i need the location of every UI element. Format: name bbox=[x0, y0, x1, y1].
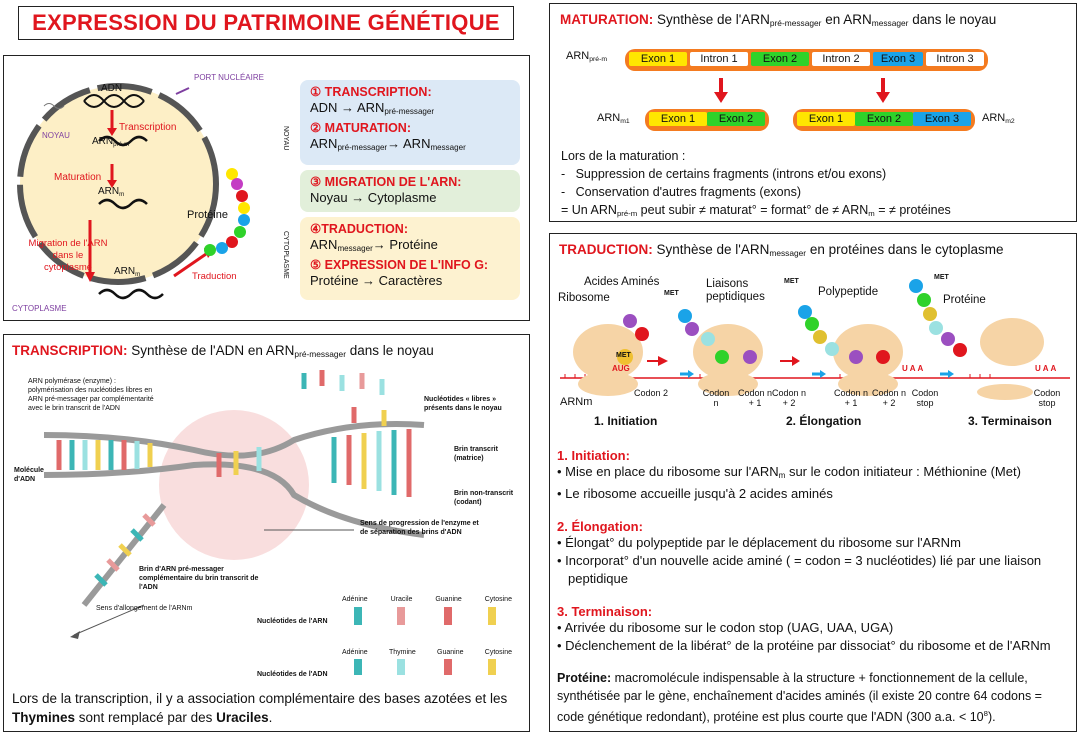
met-2: MET bbox=[784, 278, 799, 285]
intron-1: Intron 1 bbox=[690, 52, 748, 66]
exon-3: Exon 3 bbox=[873, 52, 923, 66]
maturation-text: Lors de la maturation : - Suppression de… bbox=[561, 149, 951, 218]
sens-progression-note: Sens de progression de l'enzyme et de sé… bbox=[360, 520, 479, 536]
step3-label: 3. Terminaison bbox=[968, 414, 1052, 428]
traduction-text: 1. Initiation: • Mise en place du riboso… bbox=[557, 448, 1051, 725]
molecule-adn-note: Molécule d'ADN bbox=[14, 467, 44, 483]
overview-panel: PORT NUCLÉAIRE NOYAU CYTOPLASME ADN Tran… bbox=[3, 55, 530, 321]
proteine-label-tr: Protéine bbox=[943, 294, 986, 306]
exon-2: Exon 2 bbox=[751, 52, 809, 66]
maturation-panel: MATURATION: Synthèse de l'ARNpré-message… bbox=[549, 3, 1077, 222]
arn-pre-strand: Exon 1 Intron 1 Exon 2 Intron 2 Exon 3 I… bbox=[625, 49, 988, 71]
transcription-diagram bbox=[43, 370, 425, 639]
ribosome-label: Ribosome bbox=[558, 292, 610, 304]
arn-prem-label: ARNpré-m bbox=[92, 136, 130, 148]
maturation-title: MATURATION: Synthèse de l'ARNpré-message… bbox=[560, 12, 997, 28]
transcription-panel: TRANSCRIPTION: Synthèse de l'ADN en ARNp… bbox=[3, 334, 530, 732]
nuc-adn-label: Nucléotides de l'ADN bbox=[257, 671, 328, 678]
met-4: MET bbox=[616, 352, 631, 359]
transcription-footer: Lors de la transcription, il y a associa… bbox=[12, 691, 508, 725]
title-box: EXPRESSION DU PATRIMOINE GÉNÉTIQUE bbox=[18, 6, 514, 40]
traduction-title: TRADUCTION: Synthèse de l'ARNmessager en… bbox=[559, 242, 1004, 258]
exon-1: Exon 1 bbox=[629, 52, 687, 66]
liaisons-label: Liaisons peptidiques bbox=[706, 278, 765, 303]
arnm2-label: ARNm bbox=[114, 266, 141, 278]
met-3: MET bbox=[934, 274, 949, 281]
traduction-diagram bbox=[560, 279, 1070, 400]
nuc-arn-label: Nucléotides de l'ARN bbox=[257, 618, 328, 625]
brin-transcrit-note: Brin transcrit (matrice) bbox=[454, 446, 498, 462]
m1-label: ARNm1 bbox=[597, 112, 630, 125]
codon-n1-2: Codon n + 1 bbox=[833, 388, 869, 408]
step2-label: 2. Élongation bbox=[786, 414, 862, 428]
polypeptide-label: Polypeptide bbox=[818, 286, 879, 298]
box-transcription-maturation: ① TRANSCRIPTION: ADN → ARNpré-messager ②… bbox=[300, 80, 520, 165]
side-cyto: CYTOPLASME bbox=[282, 231, 289, 279]
proteine-label: Protéine bbox=[187, 209, 228, 221]
traduction-panel: TRADUCTION: Synthèse de l'ARNmessager en… bbox=[549, 233, 1077, 732]
libres-note: Nucléotides « libres » présents dans le … bbox=[424, 396, 502, 412]
maturation-label: Maturation bbox=[54, 172, 102, 183]
traduction-label: Traduction bbox=[192, 271, 237, 282]
aa-label: Acides Aminés bbox=[584, 276, 660, 288]
intron-3: Intron 3 bbox=[926, 52, 984, 66]
codon-n-1: Codon n bbox=[702, 388, 730, 408]
box-migration: ③ MIGRATION DE L'ARN: Noyau → Cytoplasme bbox=[300, 170, 520, 212]
allongement-note: Sens d'allongement de l'ARNm bbox=[96, 605, 193, 612]
transcription-title: TRANSCRIPTION: Synthèse de l'ADN en ARNp… bbox=[12, 343, 434, 359]
m2-label: ARNm2 bbox=[982, 112, 1015, 125]
arnm-tr-label: ARNm bbox=[560, 396, 593, 408]
cell-diagram bbox=[17, 83, 250, 300]
brin-arn-note: Brin d'ARN pré-messager complémentaire d… bbox=[139, 566, 259, 591]
arn-m1-strand: Exon 1 Exon 2 bbox=[645, 109, 769, 131]
aug-label: AUG bbox=[612, 364, 630, 373]
arn-m2-strand: Exon 1 Exon 2 Exon 3 bbox=[793, 109, 975, 131]
box-traduction: ④TRADUCTION: ARNmessager→ Protéine ⑤ EXP… bbox=[300, 217, 520, 300]
arn-pre-label: ARNpré-m bbox=[566, 50, 608, 63]
maturation-arrows bbox=[714, 78, 890, 103]
page-title: EXPRESSION DU PATRIMOINE GÉNÉTIQUE bbox=[32, 10, 500, 35]
codon-n2-1: Codon n + 2 bbox=[771, 388, 807, 408]
transcription-label: Transcription bbox=[119, 122, 177, 133]
cytoplasme-label: CYTOPLASME bbox=[12, 304, 67, 313]
codon-n2-2: Codon n + 2 bbox=[871, 388, 907, 408]
base-swatches bbox=[354, 607, 496, 675]
uaa-label-1: UAA bbox=[902, 364, 926, 373]
codon-stop-1: Codon stop bbox=[911, 388, 939, 408]
intron-2: Intron 2 bbox=[812, 52, 870, 66]
polymerase-note: ARN polymérase (enzyme) : polymérisation… bbox=[28, 378, 154, 412]
codon-n1-1: Codon n + 1 bbox=[737, 388, 773, 408]
arnm-label: ARNm bbox=[98, 186, 125, 198]
side-noyau: NOYAU bbox=[282, 126, 289, 151]
uaa-label-2: UAA bbox=[1035, 364, 1059, 373]
adn-label: ADN bbox=[101, 83, 123, 94]
codon-stop-2: Codon stop bbox=[1033, 388, 1061, 408]
met-1: MET bbox=[664, 290, 679, 297]
port-label: PORT NUCLÉAIRE bbox=[194, 73, 264, 82]
step1-label: 1. Initiation bbox=[594, 414, 658, 428]
codon2-label: Codon 2 bbox=[634, 388, 669, 398]
noyau-label: NOYAU bbox=[42, 131, 70, 140]
brin-non-transcrit-note: Brin non-transcrit (codant) bbox=[454, 490, 514, 506]
